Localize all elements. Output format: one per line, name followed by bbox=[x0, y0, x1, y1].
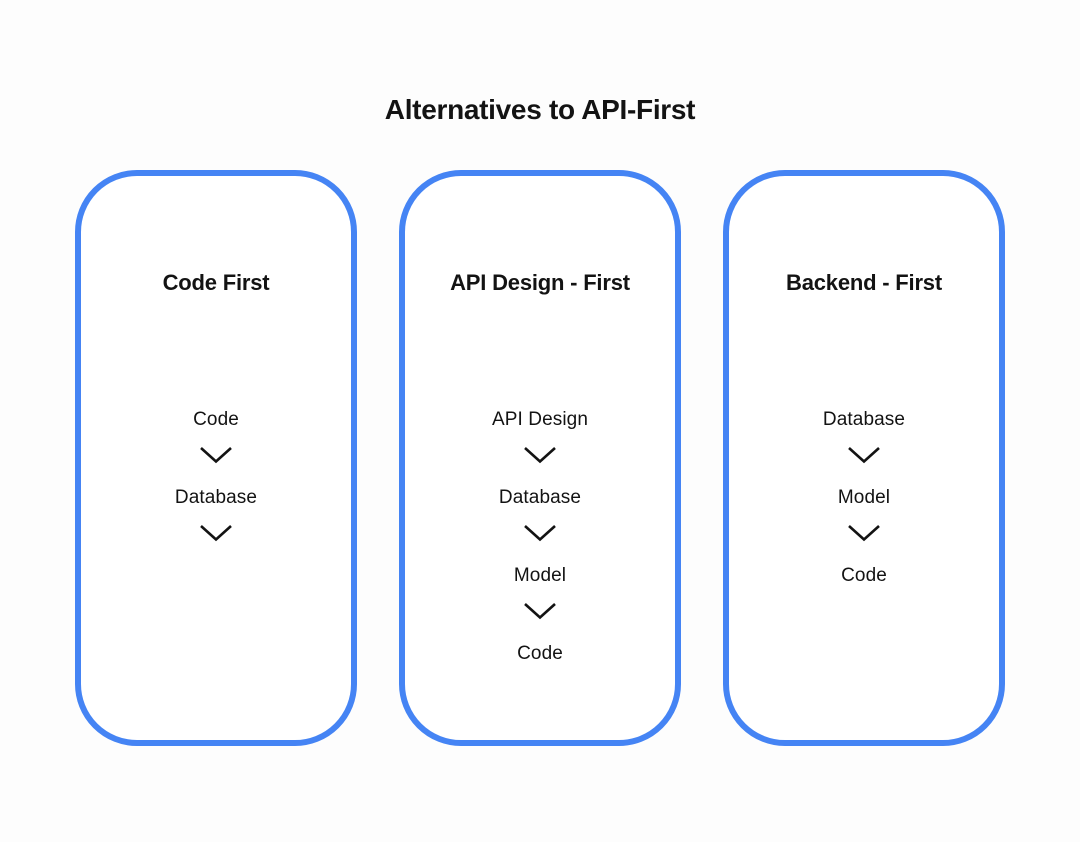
step-label: Code bbox=[193, 409, 239, 430]
step-label: Database bbox=[498, 487, 582, 508]
card-steps: API Design Database Model Code bbox=[405, 407, 675, 667]
approach-card-api-design-first: API Design - First API Design Database M… bbox=[399, 170, 681, 746]
card-title: Code First bbox=[162, 270, 270, 295]
card-title: Backend - First bbox=[786, 270, 942, 295]
chevron-down-icon bbox=[524, 447, 556, 464]
approach-card-backend-first: Backend - First Database Model Code bbox=[723, 170, 1005, 746]
cards-row: Code First Code Database API Design - Fi… bbox=[75, 170, 1005, 746]
card-steps: Database Model Code bbox=[729, 407, 999, 589]
chevron-down-icon bbox=[524, 525, 556, 542]
chevron-down-icon bbox=[848, 447, 880, 464]
diagram-title: Alternatives to API-First bbox=[384, 94, 696, 125]
chevron-down-icon bbox=[200, 525, 232, 542]
card-title: API Design - First bbox=[450, 270, 630, 295]
step-label: Database bbox=[174, 487, 258, 508]
step-label: Code bbox=[841, 565, 887, 586]
step-label: Model bbox=[513, 565, 567, 586]
chevron-down-icon bbox=[524, 603, 556, 620]
step-label: Model bbox=[837, 487, 891, 508]
chevron-down-icon bbox=[200, 447, 232, 464]
step-label: Database bbox=[822, 409, 906, 430]
chevron-down-icon bbox=[848, 525, 880, 542]
card-steps: Code Database bbox=[81, 407, 351, 563]
step-label: Code bbox=[517, 643, 563, 664]
step-label: API Design bbox=[491, 409, 589, 430]
approach-card-code-first: Code First Code Database bbox=[75, 170, 357, 746]
